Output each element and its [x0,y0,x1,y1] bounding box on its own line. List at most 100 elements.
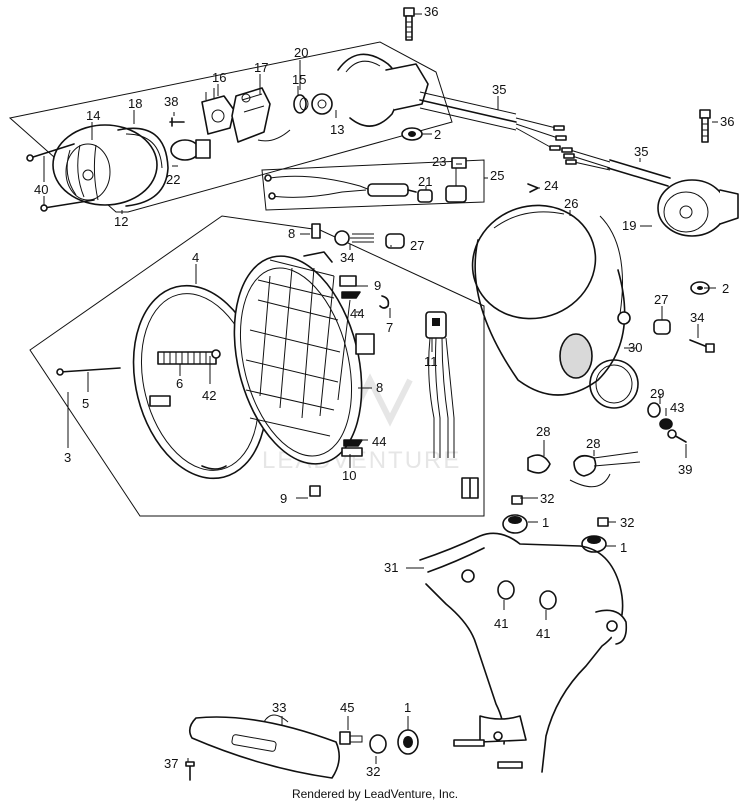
callout-13: 13 [330,122,344,137]
bolt-36-right [699,109,711,143]
grommet-1-bottom [397,729,419,755]
connector-21 [417,189,433,203]
callout-44: 44 [372,434,386,449]
collar-27-top [385,233,405,249]
callout-5: 5 [82,396,89,411]
bracket-17 [231,87,291,143]
callout-43: 43 [670,400,684,415]
headlight-case-26 [471,204,631,396]
callout-45: 45 [340,700,354,715]
callout-32: 32 [540,491,554,506]
callout-28: 28 [586,436,600,451]
callout-9: 9 [280,491,287,506]
callout-15: 15 [292,72,306,87]
bolt-36-top [403,7,415,41]
callout-34: 34 [690,310,704,325]
callout-33: 33 [272,700,286,715]
callout-29: 29 [650,386,664,401]
callout-35: 35 [492,82,506,97]
position-light-28 [527,451,641,488]
clip-7 [379,295,390,309]
nut-41-left [497,580,515,600]
nut-13 [311,93,333,115]
callout-6: 6 [176,376,183,391]
callout-31: 31 [384,560,398,575]
callout-7: 7 [386,320,393,335]
callout-41: 41 [494,616,508,631]
collar-32-bottom [369,734,387,754]
render-credit: Rendered by LeadVenture, Inc. [291,787,459,801]
turn-signal-lens-14 [52,124,158,206]
screw-9-bottom [309,485,321,497]
washer-44-bottom [343,439,363,447]
screw-37 [185,761,195,781]
collar-27-right [653,319,671,335]
wire-harness-25 [264,174,417,200]
screw-8-top [311,223,321,239]
callout-19: 19 [622,218,636,233]
callout-27: 27 [654,292,668,307]
callout-1: 1 [542,515,549,530]
screw-34-right [689,339,715,353]
callout-41: 41 [536,626,550,641]
callout-44: 44 [350,306,364,321]
callout-1: 1 [404,700,411,715]
screw-42 [211,349,221,359]
callout-9: 9 [374,278,381,293]
turn-signal-19 [657,179,739,237]
stem-35-left [419,91,567,151]
nut-41-right [539,590,557,610]
screws-40 [26,143,95,212]
callout-36: 36 [720,114,734,129]
callout-20: 20 [294,45,308,60]
plug-23 [445,157,467,203]
callout-36: 36 [424,4,438,19]
callout-2: 2 [434,127,441,142]
stem-35-right [561,147,671,187]
callout-8: 8 [288,226,295,241]
turn-signal-stem-20 [337,53,429,127]
socket-11 [425,311,479,499]
clip-10 [341,447,363,457]
mount-bracket-31 [419,532,628,773]
screw-38 [169,117,185,127]
callout-42: 42 [202,388,216,403]
spring-6 [157,351,217,365]
collar-32-right [597,517,609,527]
callout-25: 25 [490,168,504,183]
grommet-1-top [502,514,528,534]
rear-turn-signal-group-frame [8,41,453,213]
collar-29 [647,402,661,418]
washer-44-top [341,291,361,299]
callout-18: 18 [128,96,142,111]
callout-1: 1 [620,540,627,555]
callout-8: 8 [376,380,383,395]
callout-12: 12 [114,214,128,229]
callout-labels: 36 20 17 16 15 13 38 18 14 22 40 12 35 2… [34,4,734,779]
callout-23: 23 [432,154,446,169]
callout-14: 14 [86,108,100,123]
callout-26: 26 [564,196,578,211]
grommet-15 [293,94,309,114]
clip-9-top [339,275,357,287]
callout-32: 32 [620,515,634,530]
headlight-group-frame [29,215,485,517]
turn-signal-housing-18 [117,127,169,207]
callout-17: 17 [254,60,268,75]
wire-harness-group-frame [261,159,485,211]
bolt-45 [339,731,363,745]
callout-24: 24 [544,178,558,193]
retainer-30 [589,359,639,409]
callout-16: 16 [212,70,226,85]
callout-35: 35 [634,144,648,159]
callout-40: 40 [34,182,48,197]
callout-27: 27 [410,238,424,253]
callout-3: 3 [64,450,71,465]
emblem-33 [188,714,340,779]
screw-39 [667,429,687,443]
grommet-2-top [401,127,423,141]
callout-10: 10 [342,468,356,483]
rod-5 [56,367,121,376]
callout-34: 34 [340,250,354,265]
